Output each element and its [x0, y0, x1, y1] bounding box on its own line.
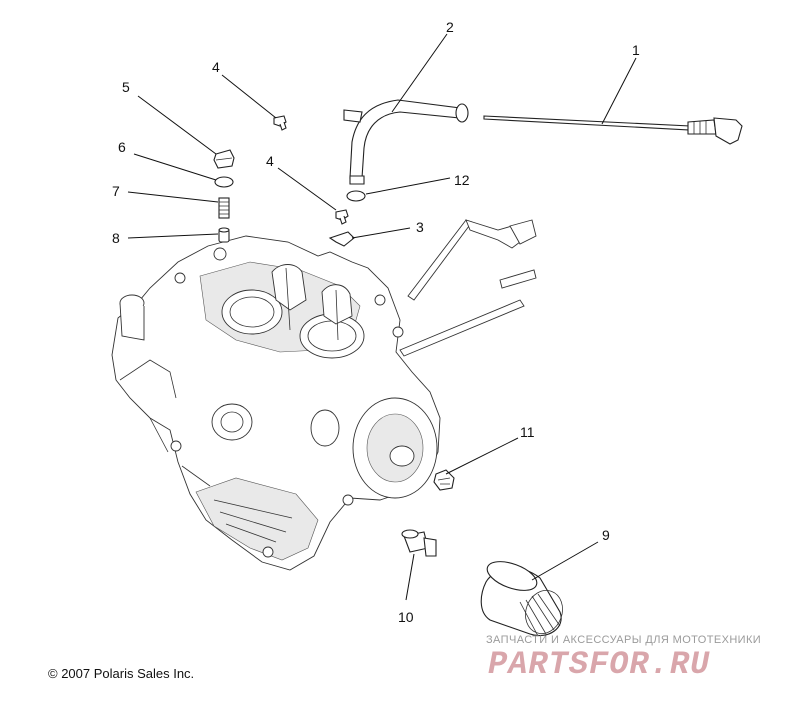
- bolt-lower: [335, 209, 349, 225]
- o-ring: [346, 190, 366, 202]
- dipstick: [483, 115, 743, 145]
- callout-4-upper: 4: [212, 59, 220, 75]
- shift-linkage: [399, 219, 537, 357]
- callout-11: 11: [520, 424, 535, 440]
- copyright-notice: © 2007 Polaris Sales Inc.: [48, 666, 195, 681]
- callout-2: 2: [446, 19, 454, 35]
- oil-filter: [480, 561, 563, 637]
- plug-bolt: [213, 149, 235, 169]
- callout-6: 6: [118, 139, 126, 155]
- fitting-nut: [433, 469, 455, 491]
- callout-7: 7: [112, 183, 120, 199]
- watermark-logo: PARTSFOR.RU: [488, 646, 711, 683]
- engine-crankcase: [111, 235, 441, 571]
- callout-1: 1: [632, 42, 640, 58]
- callout-5: 5: [122, 79, 130, 95]
- plunger: [218, 227, 230, 243]
- watermark-subtitle: ЗАПЧАСТИ И АКСЕССУАРЫ ДЛЯ МОТОТЕХНИКИ: [486, 634, 762, 646]
- callout-9: 9: [602, 527, 610, 543]
- dipstick-tube: [343, 99, 469, 185]
- callout-3: 3: [416, 219, 424, 235]
- adapter-fitting: [401, 529, 437, 557]
- callout-8: 8: [112, 230, 120, 246]
- callout-4-lower: 4: [266, 153, 274, 169]
- leader-lines: [127, 33, 637, 601]
- callout-12: 12: [454, 172, 470, 188]
- spring: [218, 197, 230, 219]
- callout-10: 10: [398, 609, 414, 625]
- washer: [214, 176, 234, 188]
- bolt-upper: [273, 115, 287, 131]
- bracket-clip: [328, 231, 355, 247]
